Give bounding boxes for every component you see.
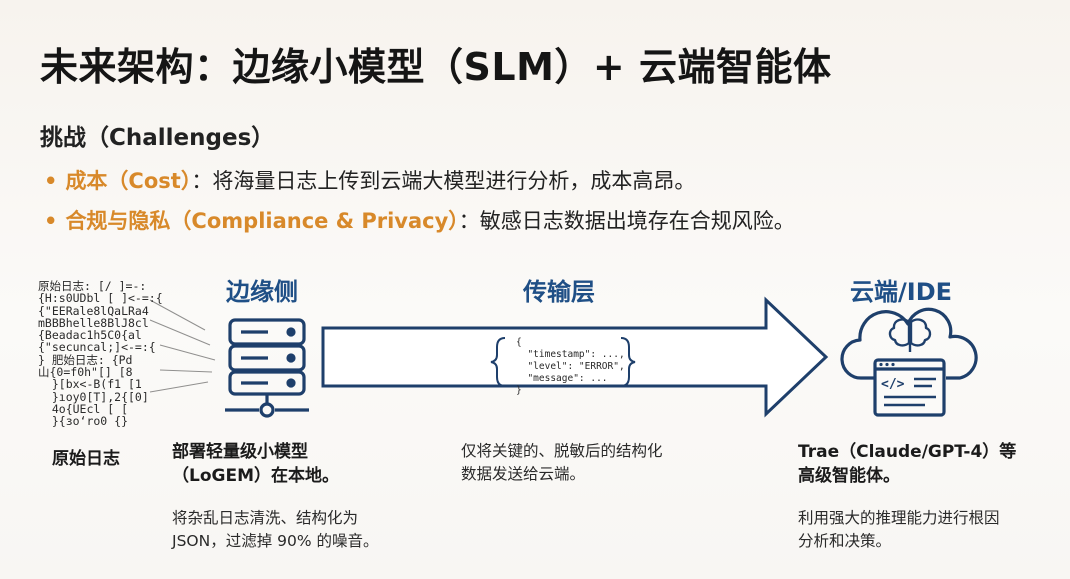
cloud-caption: 利用强大的推理能力进行根因分析和决策。 bbox=[798, 509, 1000, 550]
server-icon bbox=[225, 318, 309, 418]
cloud-ide-icon: </> bbox=[840, 307, 978, 417]
json-brace-right bbox=[620, 337, 636, 387]
challenge-key: 合规与隐私（Compliance & Privacy） bbox=[65, 209, 459, 233]
challenge-key: 成本（Cost） bbox=[65, 169, 192, 193]
challenge-text: ：敏感日志数据出境存在合规风险。 bbox=[458, 209, 795, 233]
bullet-dot: • bbox=[44, 169, 58, 193]
svg-text:</>: </> bbox=[881, 377, 905, 392]
bullet-dot: • bbox=[44, 209, 58, 233]
raw-logs-label: 原始日志 bbox=[52, 449, 120, 469]
edge-caption-bold: 部署轻量级小模型（LoGEM）在本地。 bbox=[172, 442, 339, 486]
cloud-caption-bold: Trae（Claude/GPT-4）等高级智能体。 bbox=[798, 442, 1017, 486]
challenge-item-compliance: • 合规与隐私（Compliance & Privacy）：敏感日志数据出境存在合… bbox=[44, 205, 795, 235]
json-brace-left bbox=[490, 337, 506, 387]
page-title: 未来架构：边缘小模型（SLM）+ 云端智能体 bbox=[40, 45, 832, 89]
log-motion-lines bbox=[149, 299, 216, 393]
transport-caption: 仅将关键的、脱敏后的结构化数据发送给云端。 bbox=[461, 442, 663, 483]
challenge-text: ：将海量日志上传到云端大模型进行分析，成本高昂。 bbox=[191, 169, 696, 193]
transport-heading: 传输层 bbox=[523, 278, 595, 306]
challenges-heading: 挑战（Challenges） bbox=[40, 125, 275, 151]
challenge-item-cost: • 成本（Cost）：将海量日志上传到云端大模型进行分析，成本高昂。 bbox=[44, 165, 695, 195]
json-snippet: { "timestamp": ..., "level": "ERROR", "m… bbox=[516, 337, 625, 396]
transport-arrow bbox=[321, 296, 829, 418]
edge-heading: 边缘侧 bbox=[226, 278, 298, 306]
cloud-heading: 云端/IDE bbox=[850, 278, 953, 306]
